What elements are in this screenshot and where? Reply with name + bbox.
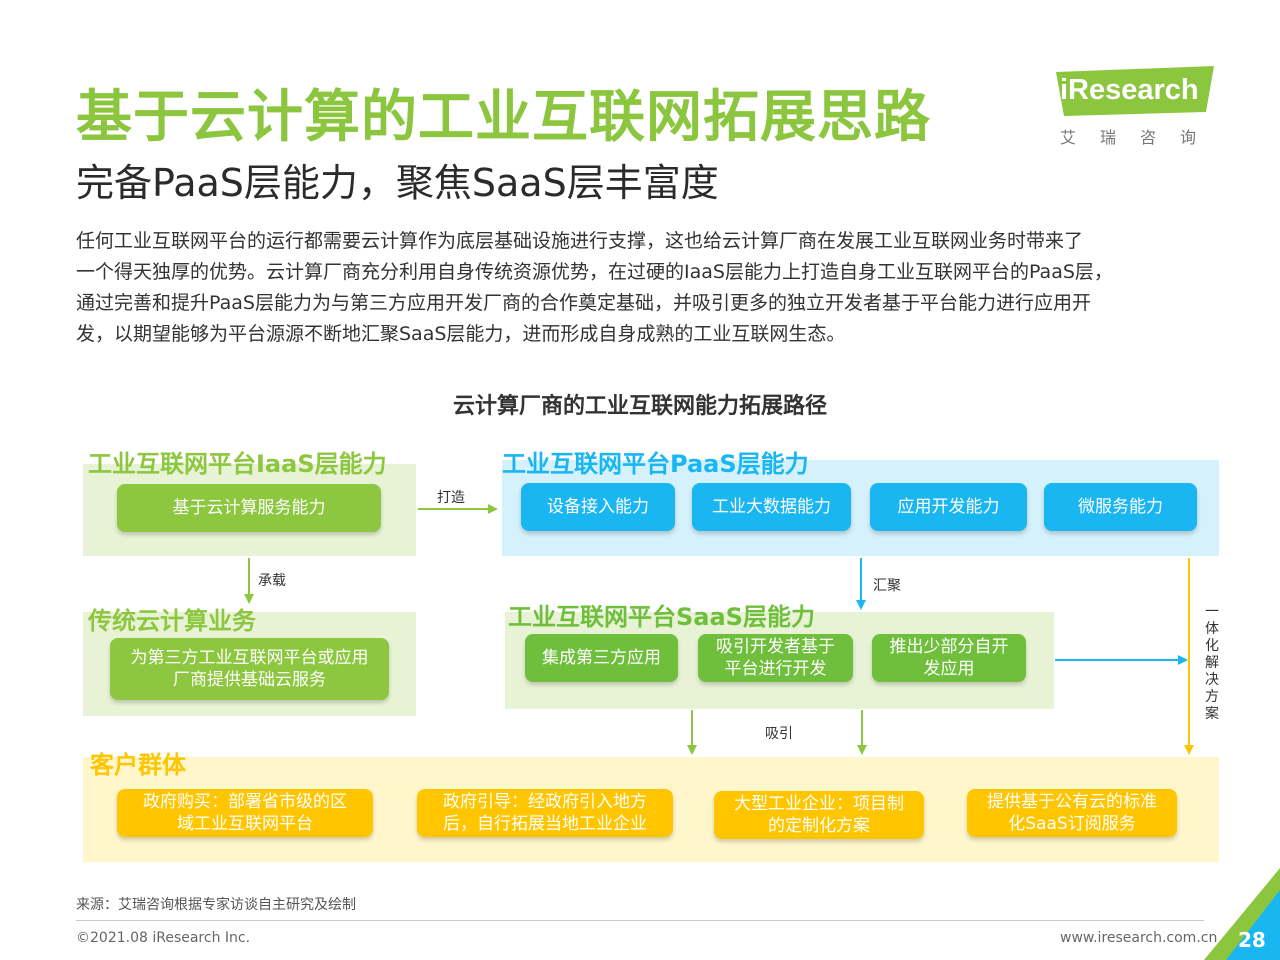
diagram-title: 云计算厂商的工业互联网能力拓展路径	[452, 394, 827, 419]
iresearch-logo-icon	[1056, 66, 1214, 116]
carry-label: 承载	[258, 573, 286, 589]
body-line: 通过完善和提升PaaS层能力为与第三方应用开发厂商的合作奠定基础，并吸引更多的独…	[76, 292, 1091, 314]
paas-item: 应用开发能力	[870, 483, 1027, 531]
saas-item: 吸引开发者基于平台进行开发	[698, 634, 853, 682]
integrated-label: 一体化解决方案	[1205, 604, 1219, 722]
page-number: 28	[1238, 928, 1266, 952]
page-title: 基于云计算的工业互联网拓展思路	[76, 85, 931, 150]
body-paragraph: 任何工业互联网平台的运行都需要云计算作为底层基础设施进行支撑，这也给云计算厂商在…	[76, 226, 1236, 350]
customer-item: 大型工业企业：项目制的定制化方案	[714, 791, 924, 839]
body-line: 任何工业互联网平台的运行都需要云计算作为底层基础设施进行支撑，这也给云计算厂商在…	[76, 230, 1084, 252]
paas-item: 微服务能力	[1044, 483, 1197, 531]
website-link[interactable]: www.iresearch.com.cn	[1060, 930, 1218, 946]
customer-item: 政府引导：经政府引入地方后，自行拓展当地工业企业	[417, 789, 673, 837]
iaas-item: 基于云计算服务能力	[117, 484, 381, 532]
paas-item: 设备接入能力	[521, 483, 675, 531]
footer-divider	[76, 920, 1204, 921]
copyright: ©2021.08 iResearch Inc.	[76, 930, 251, 946]
page-corner-icon	[1204, 868, 1280, 960]
logo-text: iResearch	[1060, 74, 1199, 106]
body-line: 发，以期望能够为平台源源不断地汇聚SaaS层能力，进而形成自身成熟的工业互联网生…	[76, 323, 846, 345]
build-label: 打造	[437, 490, 465, 506]
customer-label: 客户群体	[90, 751, 186, 779]
gather-label: 汇聚	[873, 578, 901, 594]
iaas-label: 工业互联网平台IaaS层能力	[88, 450, 387, 478]
customer-item: 提供基于公有云的标准化SaaS订阅服务	[967, 789, 1177, 837]
saas-label: 工业互联网平台SaaS层能力	[508, 603, 815, 631]
customer-item: 政府购买：部署省市级的区域工业互联网平台	[117, 789, 373, 837]
attract-label: 吸引	[765, 726, 793, 742]
saas-item: 集成第三方应用	[525, 634, 678, 682]
page-subtitle: 完备PaaS层能力，聚焦SaaS层丰富度	[76, 161, 719, 205]
logo-cn-text: 艾瑞咨询	[1060, 128, 1221, 147]
paas-item: 工业大数据能力	[692, 483, 851, 531]
source-note: 来源：艾瑞咨询根据专家访谈自主研究及绘制	[76, 897, 356, 913]
traditional-item: 为第三方工业互联网平台或应用厂商提供基础云服务	[110, 638, 389, 700]
traditional-label: 传统云计算业务	[88, 607, 256, 635]
saas-item: 推出少部分自开发应用	[872, 634, 1026, 682]
paas-label: 工业互联网平台PaaS层能力	[502, 450, 809, 478]
body-line: 一个得天独厚的优势。云计算厂商充分利用自身传统资源优势，在过硬的IaaS层能力上…	[76, 261, 1113, 283]
